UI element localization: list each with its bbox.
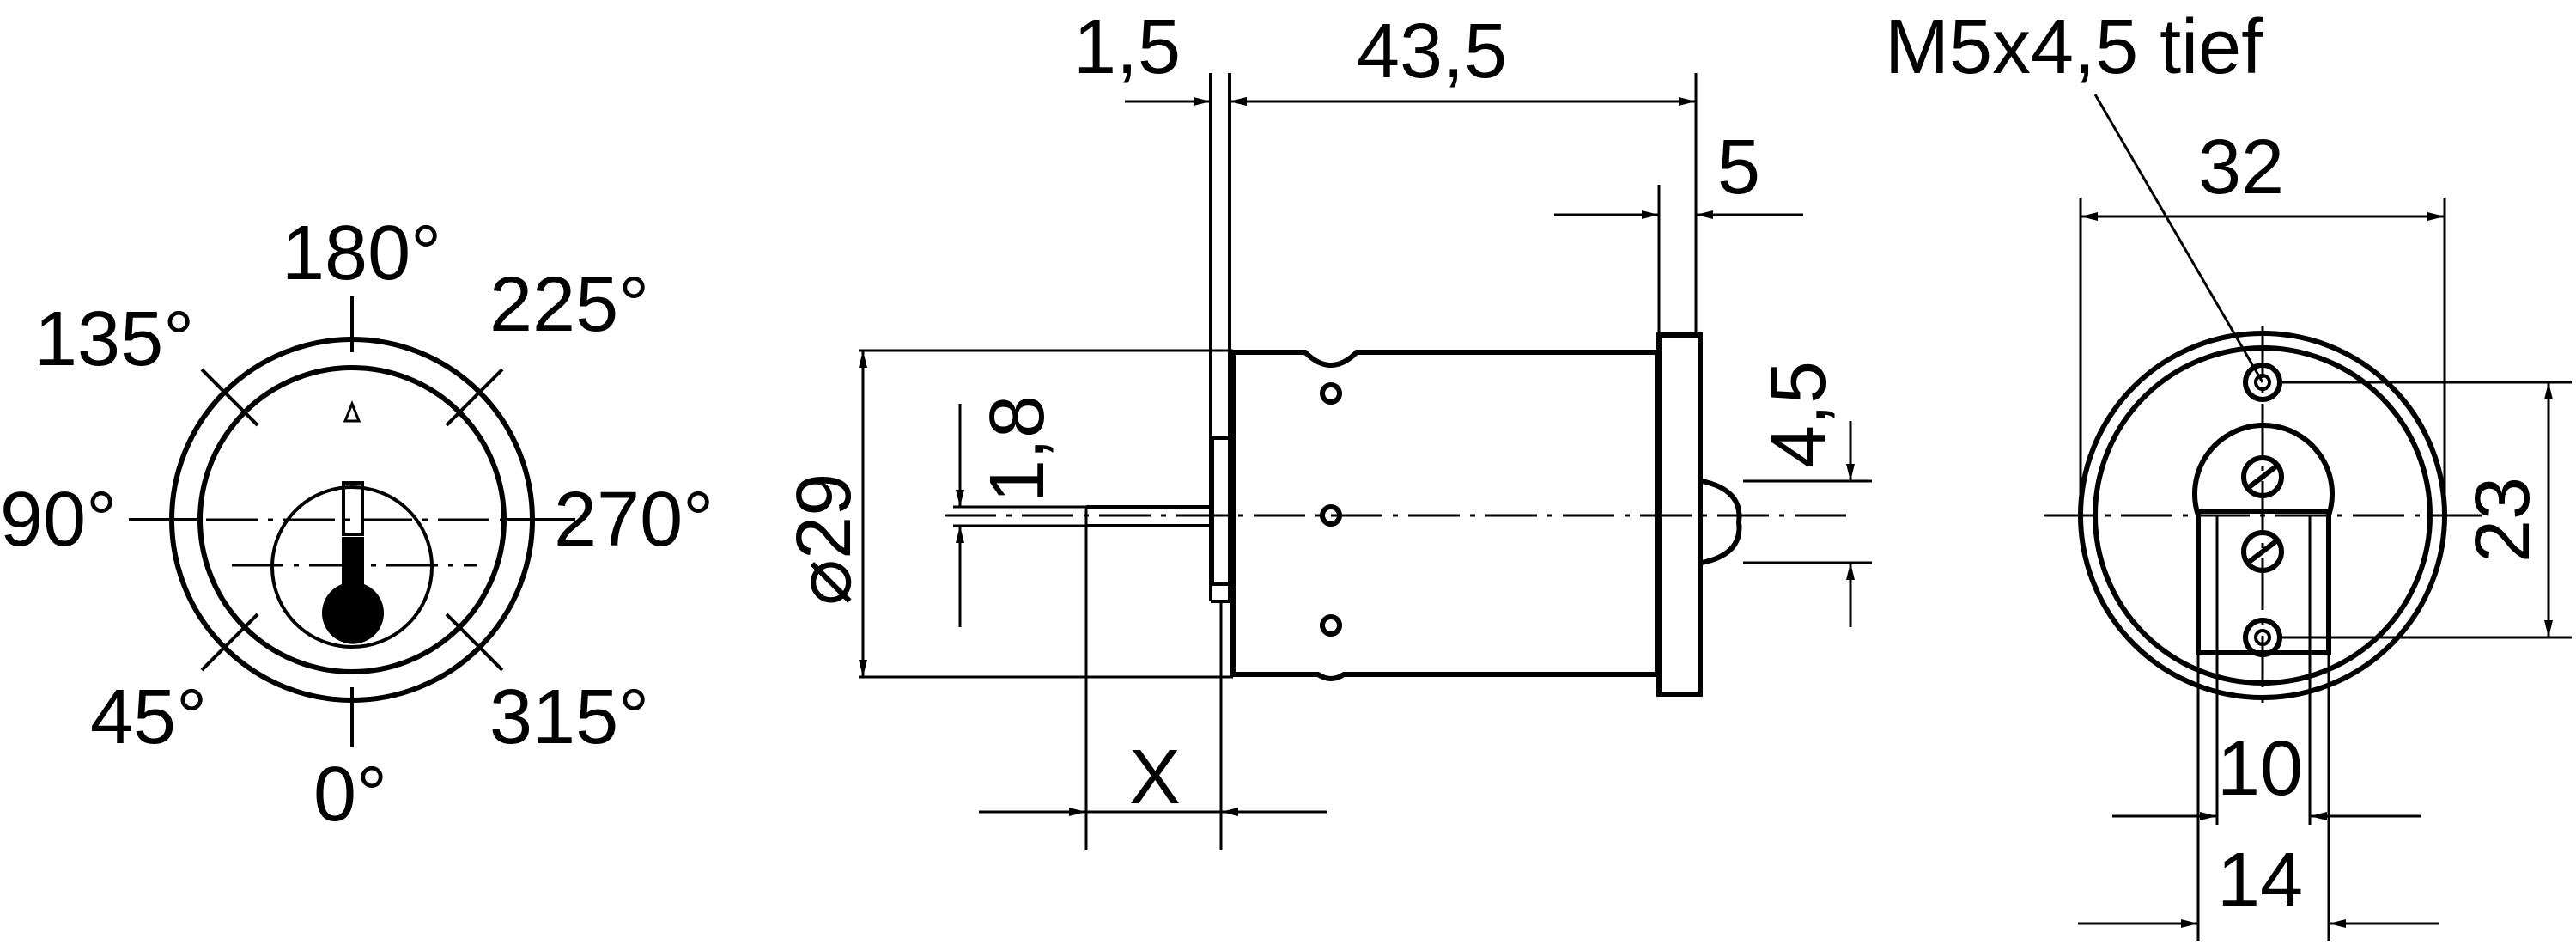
angle-90-label: 90° [0,477,117,563]
angle-0-label: 0° [313,752,387,838]
dim-inner-label: 10 [2217,726,2303,812]
dim-height-label: 23 [2460,477,2546,563]
dim-cam-label: 4,5 [1756,361,1842,468]
dim-body-length-label: 43,5 [1357,9,1507,94]
dim-diameter-label: ⌀29 [781,473,867,606]
angle-225-label: 225° [489,262,649,348]
thread-leader-line [2093,94,2264,383]
tick-135 [200,368,259,427]
dim-flange-label: 5 [1717,125,1760,210]
thread-note-label: M5x4,5 tief [1885,4,2263,90]
key-plug [270,485,434,649]
angle-315-label: 315° [489,674,649,760]
key-bow-icon [321,537,384,644]
key-slot [342,481,364,536]
cylinder-body-upper [1230,350,1657,368]
dim-x-label: X [1129,735,1181,820]
position-arrow-icon [343,399,361,423]
side-view: 1,5 43,5 5 ⌀29 1,8 4,5 X [781,4,1872,850]
tick-315 [445,613,504,672]
angle-180-label: 180° [282,210,441,296]
tick-45 [200,613,259,672]
cylinder-body-lower [1230,351,1660,681]
dim-width-label: 32 [2198,125,2284,210]
locking-pin [1211,436,1236,586]
dim-pin-label: 1,8 [975,395,1060,503]
dim-outer-label: 14 [2217,838,2303,924]
angle-45-label: 45° [90,674,207,760]
tick-225 [445,368,504,427]
angle-135-label: 135° [34,296,194,382]
hole-bottom [1320,614,1342,637]
front-view: 180° 135° 225° 90° 270° 45° 315° 0° [0,210,714,838]
cam-icon [1701,479,1742,565]
angle-270-label: 270° [554,477,714,563]
rear-view: M5x4,5 tief 32 23 10 14 [1885,4,2572,941]
dim-plate-label: 1,5 [1073,4,1181,90]
hole-top [1320,382,1342,405]
